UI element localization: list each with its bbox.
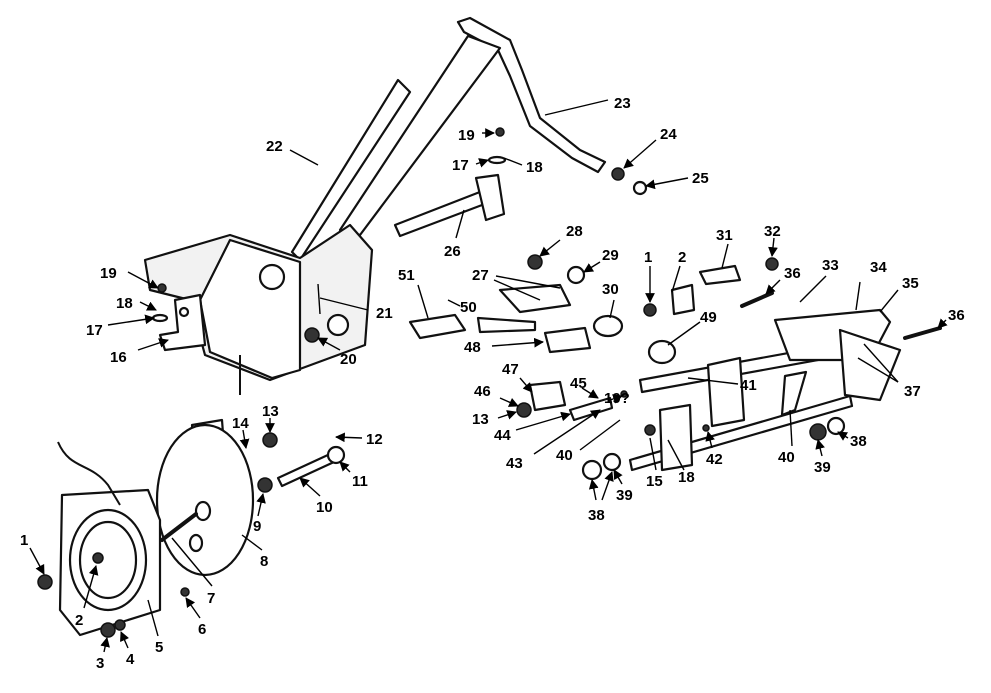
parts-artwork — [37, 16, 942, 638]
callout-47: 47 — [502, 361, 519, 378]
callout-32: 32 — [764, 223, 781, 240]
leader-lines — [29, 99, 948, 653]
callout-18-right: 18 — [678, 469, 695, 486]
brake-disc — [155, 423, 255, 577]
axle — [393, 188, 492, 238]
callout-40-left: 40 — [556, 447, 573, 464]
callout-51: 51 — [398, 267, 415, 284]
callout-43: 43 — [506, 455, 523, 472]
lever-51 — [408, 313, 467, 340]
callout-29: 29 — [602, 247, 619, 264]
callout-22: 22 — [266, 138, 283, 155]
callout-16: 16 — [110, 349, 127, 366]
frame-boss-2 — [326, 313, 350, 337]
callout-9: 9 — [253, 518, 261, 535]
callout-23: 23 — [614, 95, 631, 112]
callout-14: 14 — [232, 415, 249, 432]
callout-18-left: 18 — [116, 295, 133, 312]
callout-19-left: 19 — [100, 265, 117, 282]
callout-8: 8 — [260, 553, 268, 570]
spring-7 — [160, 512, 198, 542]
callout-7: 7 — [207, 590, 215, 607]
callout-19-top: 19 — [458, 127, 475, 144]
callout-20: 20 — [340, 351, 357, 368]
callout-45: 45 — [570, 375, 587, 392]
callout-31: 31 — [716, 227, 733, 244]
handle-bar — [456, 16, 607, 174]
callout-39-left: 39 — [616, 487, 633, 504]
callout-2-right: 2 — [678, 249, 686, 266]
callout-1: 1 — [20, 532, 28, 549]
mount-plate — [658, 403, 694, 472]
callout-24: 24 — [660, 126, 677, 143]
frame-boss — [258, 263, 286, 291]
callout-28: 28 — [566, 223, 583, 240]
callout-10: 10 — [316, 499, 333, 516]
callout-18-top: 18 — [526, 159, 543, 176]
callout-26: 26 — [444, 243, 461, 260]
callout-17-left: 17 — [86, 322, 103, 339]
callout-2: 2 — [75, 612, 83, 629]
axle-mount — [474, 173, 506, 222]
callout-35: 35 — [902, 275, 919, 292]
callout-42: 42 — [706, 451, 723, 468]
bolt-10 — [276, 452, 336, 488]
callout-49: 49 — [700, 309, 717, 326]
callout-15: 15 — [646, 473, 663, 490]
callout-36-mid: 36 — [784, 265, 801, 282]
callout-17-top: 17 — [452, 157, 469, 174]
callout-25: 25 — [692, 170, 709, 187]
callout-41: 41 — [740, 377, 757, 394]
callout-1-right: 1 — [644, 249, 652, 266]
callout-33: 33 — [822, 257, 839, 274]
callout-4: 4 — [126, 651, 135, 668]
bracket-48 — [543, 326, 592, 354]
callout-50: 50 — [460, 299, 477, 316]
callout-40-right: 40 — [778, 449, 795, 466]
callout-37: 37 — [904, 383, 921, 400]
callout-12: 12 — [366, 431, 383, 448]
nut-20 — [304, 327, 320, 343]
callout-39-right: 39 — [814, 459, 831, 476]
callout-11: 11 — [352, 473, 368, 490]
bracket — [158, 293, 207, 352]
callout-labels: 1 2 3 4 5 6 7 8 9 10 11 12 13 14 16 17 1… — [20, 95, 965, 672]
callout-30: 30 — [602, 281, 619, 298]
callout-19-question: 19? — [604, 390, 630, 407]
callout-38-left: 38 — [588, 507, 605, 524]
callout-44: 44 — [494, 427, 511, 444]
bracket-hole — [178, 306, 190, 318]
callout-3: 3 — [96, 655, 104, 672]
mount-plate-2 — [706, 356, 746, 428]
bushing-30 — [592, 314, 624, 338]
callout-13: 13 — [262, 403, 279, 420]
callout-34: 34 — [870, 259, 887, 276]
callout-13-right: 13 — [472, 411, 489, 428]
callout-38-right: 38 — [850, 433, 867, 450]
callout-27: 27 — [472, 267, 489, 284]
callout-36-right: 36 — [948, 307, 965, 324]
callout-6: 6 — [198, 621, 206, 638]
callout-48: 48 — [464, 339, 481, 356]
callout-46: 46 — [474, 383, 491, 400]
callout-21: 21 — [376, 305, 393, 322]
callout-5: 5 — [155, 639, 163, 656]
